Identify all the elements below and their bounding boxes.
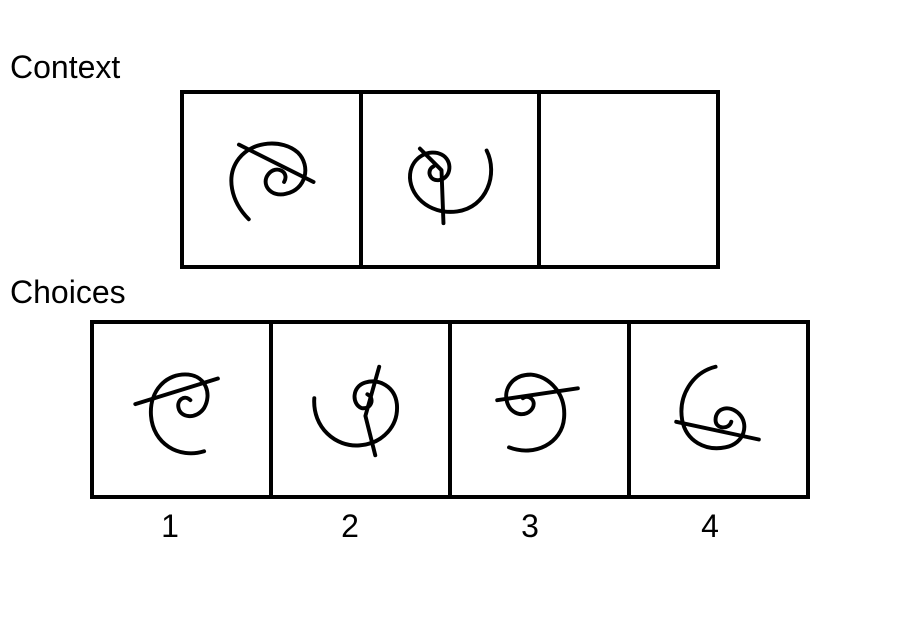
choice-panel-4[interactable] (627, 324, 806, 495)
choice-number-3: 3 (521, 508, 539, 544)
choice-number-2: 2 (341, 508, 359, 544)
choice-number-1: 1 (161, 508, 179, 544)
choice-panel-3[interactable] (448, 324, 627, 495)
spiral-with-line-icon (312, 364, 399, 458)
context-panel-2 (358, 94, 538, 265)
choices-label: Choices (10, 274, 126, 310)
context-panel-3-empty (537, 94, 716, 265)
choice-panel-1[interactable] (94, 324, 269, 495)
spiral-with-line-icon (495, 372, 580, 453)
context-label: Context (10, 49, 121, 85)
spiral-with-line-icon (674, 364, 761, 451)
choice-number-4: 4 (701, 508, 719, 544)
context-panel-row (180, 90, 720, 269)
spiral-with-line-icon (133, 372, 220, 456)
choices-panel-row (90, 320, 810, 499)
spiral-with-line-icon (229, 141, 316, 222)
choice-panel-2[interactable] (269, 324, 448, 495)
spiral-with-line-icon (407, 146, 493, 226)
context-panel-1 (184, 94, 359, 265)
